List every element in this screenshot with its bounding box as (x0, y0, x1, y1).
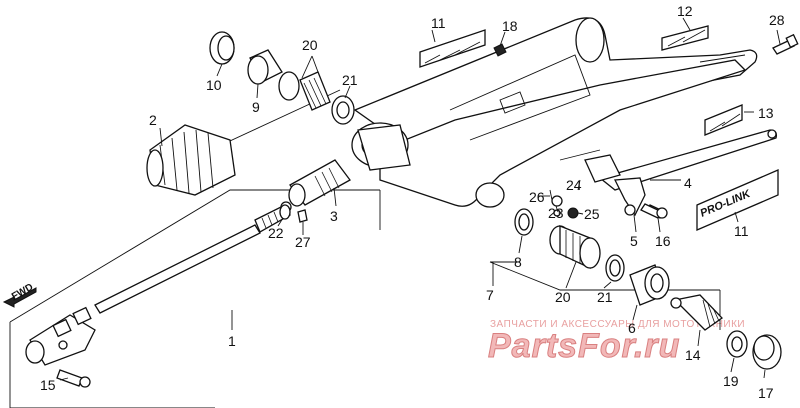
leader-lines (59, 17, 781, 381)
callout-12: 12 (677, 3, 693, 19)
bolts-18-28 (493, 33, 799, 57)
decal-12 (661, 25, 709, 51)
callout-15: 15 (40, 377, 56, 393)
callout-6: 6 (628, 320, 636, 336)
callout-28: 28 (769, 12, 785, 28)
callout-27: 27 (295, 234, 311, 250)
callout-10: 10 (206, 77, 222, 93)
callout-21-top: 21 (342, 72, 358, 88)
callout-5: 5 (630, 233, 638, 249)
decal-13 (704, 104, 743, 136)
part-bushing-6 (629, 264, 670, 306)
bearing-20-bottom (549, 225, 601, 270)
callout-11-top: 11 (431, 15, 446, 31)
part-coupling (288, 159, 351, 207)
watermark-subtitle: ЗАПЧАСТИ И АКСЕССУАРЫ ДЛЯ МОТОТЕХНИКИ (490, 319, 745, 330)
small-fasteners (549, 189, 579, 219)
callout-13: 13 (758, 105, 774, 121)
callout-16: 16 (655, 233, 671, 249)
callout-26: 26 (529, 189, 545, 205)
bearing-20-top (299, 71, 331, 111)
callout-19: 19 (723, 373, 739, 389)
swing-arm (351, 17, 758, 208)
callout-9: 9 (252, 99, 260, 115)
callout-14: 14 (685, 347, 701, 363)
callout-numbers: 10 9 20 21 2 3 22 27 1 15 11 18 12 28 13… (40, 3, 785, 401)
forward-arrow: FWD (2, 282, 37, 308)
callout-11-prolink: 11 (734, 223, 749, 239)
watermark-title: PartsFor.ru (488, 327, 680, 365)
callout-21-bottom: 21 (597, 289, 613, 305)
callout-20-bottom: 20 (555, 289, 571, 305)
small-parts-22-27 (279, 204, 308, 223)
bolt-16 (640, 203, 668, 219)
watermark: ЗАПЧАСТИ И АКСЕССУАРЫ ДЛЯ МОТОТЕХНИКИ Pa… (488, 319, 745, 366)
decals: PRO-LINK (419, 25, 779, 231)
callout-17: 17 (758, 385, 774, 401)
callout-3: 3 (330, 208, 338, 224)
callout-20-top: 20 (302, 37, 318, 53)
decal-11-top (419, 29, 486, 68)
callout-18: 18 (502, 18, 518, 34)
callout-8: 8 (514, 254, 522, 270)
part-drive-shaft (25, 201, 292, 366)
part-link-rod (584, 129, 778, 191)
part-bolt-15 (56, 369, 91, 388)
lower-pivot-parts (514, 208, 670, 306)
part-boot (146, 124, 236, 196)
callout-1: 1 (228, 333, 236, 349)
upper-pivot-parts (209, 31, 355, 125)
callout-22: 22 (268, 225, 284, 241)
callout-23: 23 (548, 205, 564, 221)
callout-4: 4 (684, 175, 692, 191)
callout-25: 25 (584, 206, 600, 222)
callout-2: 2 (149, 112, 157, 128)
gear-parts (670, 294, 782, 370)
callout-7: 7 (486, 287, 494, 303)
callout-24: 24 (566, 177, 582, 193)
